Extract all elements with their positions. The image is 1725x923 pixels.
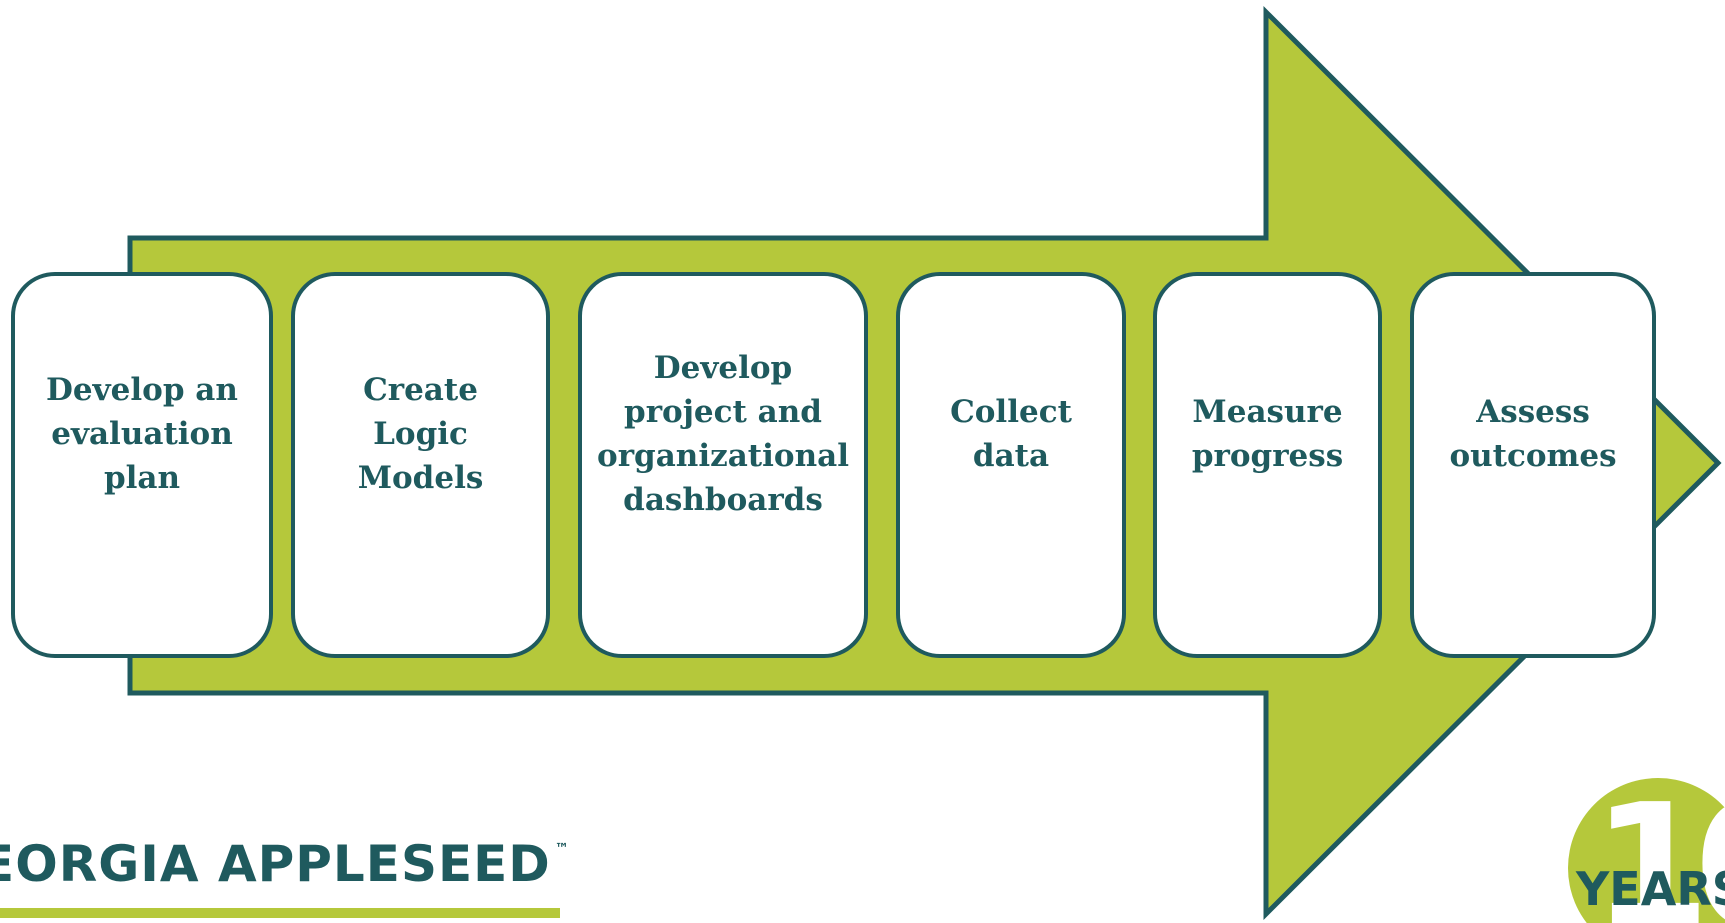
step-card-2: Create Logic Models bbox=[291, 272, 550, 658]
step-label: Assess outcomes bbox=[1449, 394, 1617, 474]
badge-years-text: YEARS bbox=[1576, 862, 1725, 916]
step-card-6: Assess outcomes bbox=[1410, 272, 1656, 658]
step-label: Develop an evaluation plan bbox=[46, 372, 238, 496]
logo-underline bbox=[0, 908, 560, 918]
step-label: Create Logic Models bbox=[357, 372, 484, 496]
step-label: Develop project and organizational dashb… bbox=[597, 350, 849, 518]
step-card-4: Collect data bbox=[896, 272, 1126, 658]
step-card-5: Measure progress bbox=[1153, 272, 1382, 658]
logo-wordmark: GEORGIA APPLESEED bbox=[0, 835, 551, 893]
step-label: Measure progress bbox=[1191, 394, 1344, 474]
badge-number: 10 bbox=[1592, 778, 1725, 923]
step-card-1: Develop an evaluation plan bbox=[11, 272, 273, 658]
step-label: Collect data bbox=[950, 394, 1072, 474]
trademark-symbol: ™ bbox=[554, 841, 570, 857]
step-card-3: Develop project and organizational dashb… bbox=[578, 272, 868, 658]
ten-years-badge: 10 YEARS bbox=[1568, 778, 1725, 923]
